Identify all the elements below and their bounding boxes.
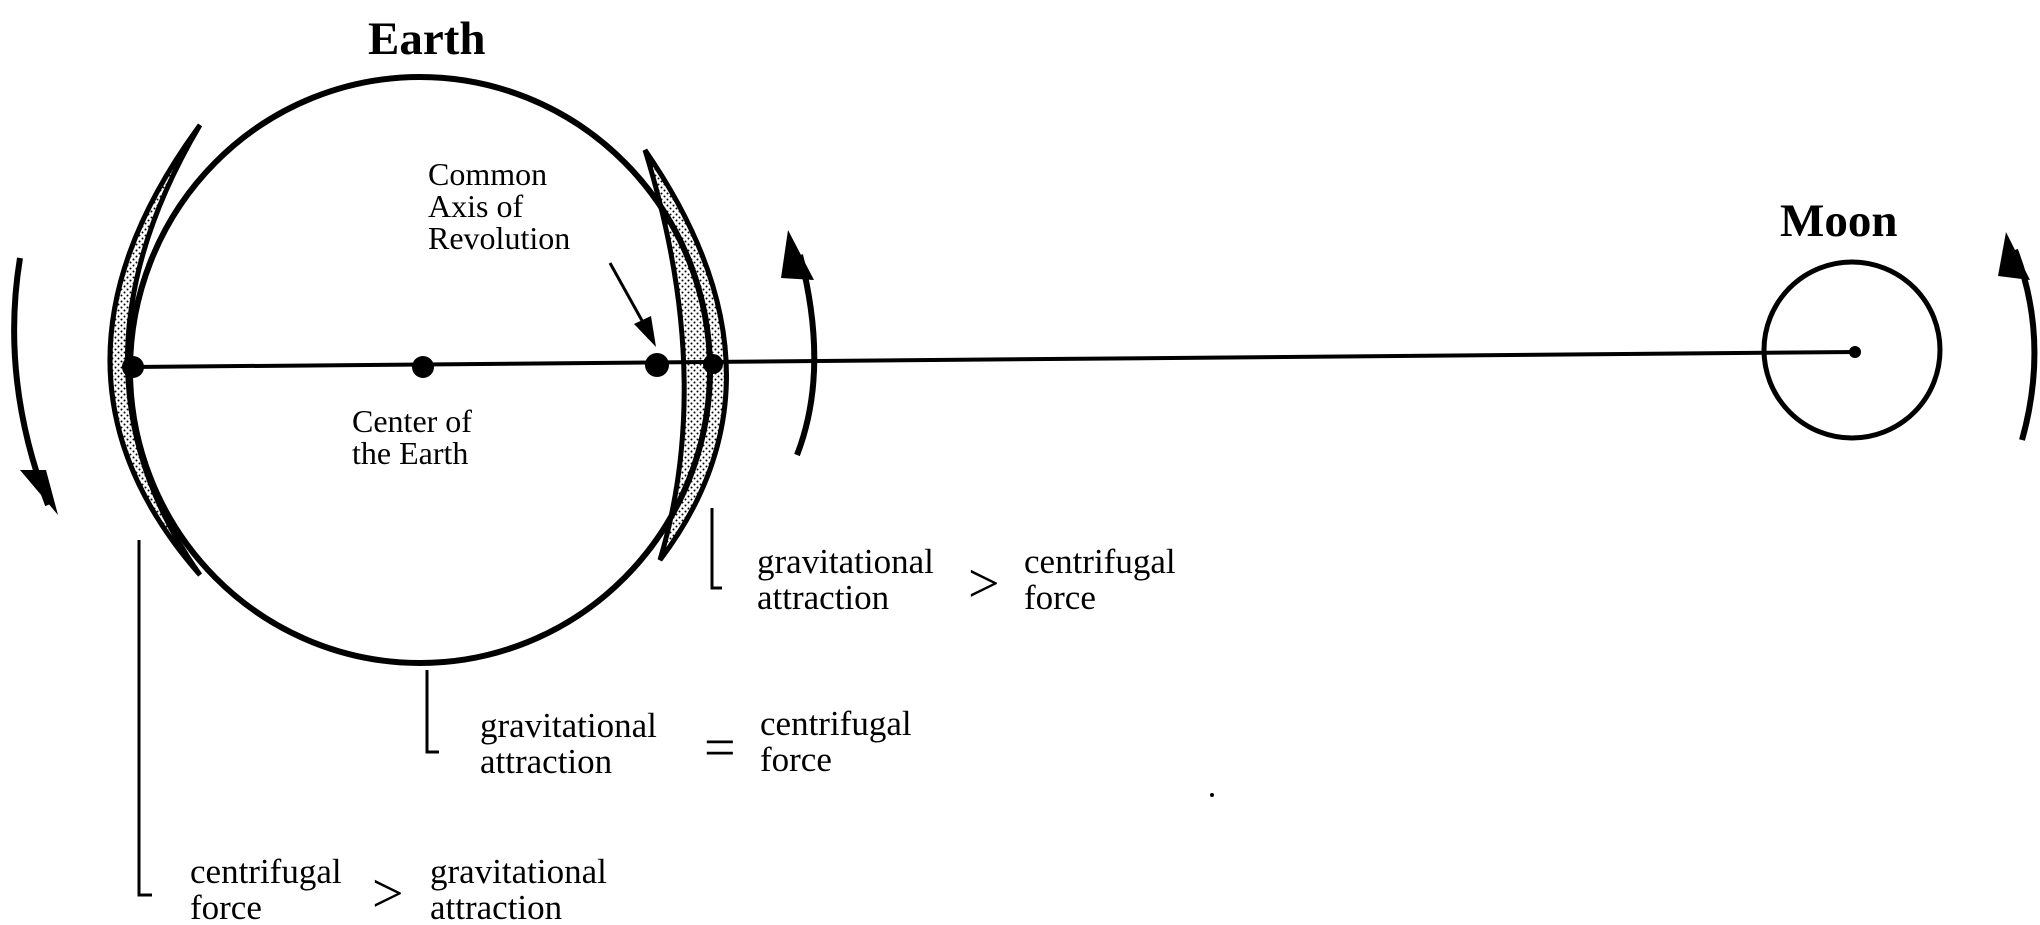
far-side-left-line1: centrifugal <box>190 852 342 891</box>
moon-center-point <box>1849 346 1861 358</box>
common-axis-point <box>645 353 669 377</box>
common-axis-label-line2: Axis of <box>428 188 524 224</box>
far-side-right-line2: attraction <box>430 888 563 925</box>
near-side-left-term: gravitational attraction <box>757 544 934 616</box>
near-side-point <box>703 354 723 374</box>
earth-center-point <box>412 356 434 378</box>
stray-dot <box>1210 793 1214 797</box>
tidal-bulge-near-side <box>642 148 729 562</box>
rotation-arrow-right-head <box>1998 232 2030 280</box>
earth-moon-line <box>131 350 1857 369</box>
common-axis-label: Common Axis of Revolution <box>428 158 570 254</box>
far-side-left-line2: force <box>190 888 262 925</box>
leader-bracket-near-side <box>710 508 722 590</box>
common-axis-pointer-head <box>634 316 656 347</box>
rotation-arrow-left-head <box>20 470 58 515</box>
common-axis-label-line1: Common <box>428 156 548 192</box>
middle-right-term: centrifugal force <box>760 706 912 778</box>
middle-right-line1: centrifugal <box>760 704 912 743</box>
common-axis-label-line3: Revolution <box>428 220 571 256</box>
far-side-right-line1: gravitational <box>430 852 607 891</box>
earth-title: Earth <box>368 13 486 65</box>
middle-comparison-symbol: = <box>704 717 736 779</box>
middle-left-line1: gravitational <box>480 706 657 745</box>
center-label-line1: Center of <box>352 403 472 439</box>
rotation-arrow-left <box>11 257 51 507</box>
moon-circle <box>1761 259 1943 441</box>
near-side-right-term: centrifugal force <box>1024 544 1176 616</box>
center-of-earth-label: Center of the Earth <box>352 405 472 469</box>
rotation-arrow-middle-head <box>781 230 814 280</box>
middle-left-line2: attraction <box>480 742 613 781</box>
near-side-left-line1: gravitational <box>757 542 934 581</box>
leader-bracket-middle <box>425 670 439 754</box>
rotation-arrow-middle <box>794 254 818 457</box>
far-side-point <box>122 356 144 378</box>
middle-right-line2: force <box>760 740 832 779</box>
near-side-right-line1: centrifugal <box>1024 542 1176 581</box>
far-side-right-term: gravitational attraction <box>430 854 607 925</box>
near-side-left-line2: attraction <box>757 578 890 617</box>
near-side-comparison-symbol: > <box>968 553 1000 615</box>
far-side-comparison-symbol: > <box>372 863 404 925</box>
far-side-left-term: centrifugal force <box>190 854 342 925</box>
moon-title: Moon <box>1780 195 1898 247</box>
tidal-bulge-far-side <box>107 123 203 577</box>
center-label-line2: the Earth <box>352 435 469 471</box>
leader-bracket-far-side <box>137 540 152 897</box>
near-side-right-line2: force <box>1024 578 1096 617</box>
middle-left-term: gravitational attraction <box>480 708 657 780</box>
